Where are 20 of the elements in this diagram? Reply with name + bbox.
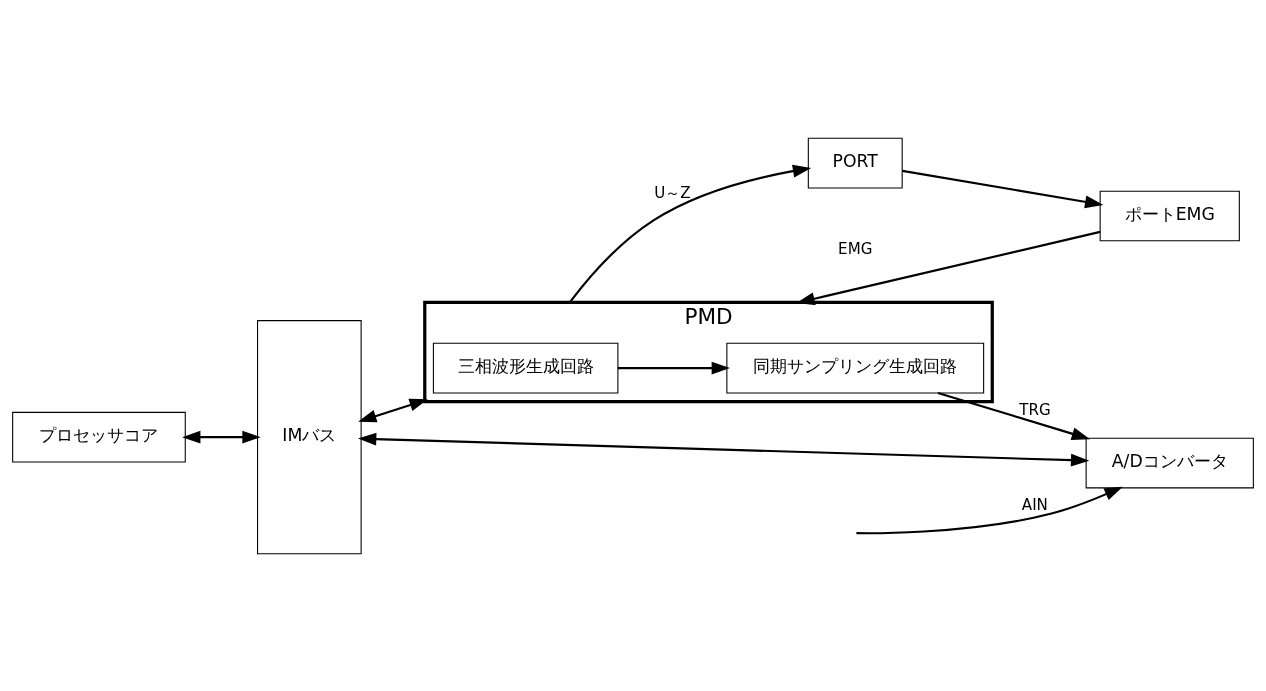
node-box: 三相波形生成回路 <box>432 342 619 393</box>
arrow <box>358 398 428 422</box>
node-box: 同期サンプリング生成回路 <box>726 342 985 393</box>
node-box: ポートEMG <box>1099 190 1240 241</box>
edge-label: TRG <box>1019 400 1051 419</box>
edge-label: EMG <box>838 239 873 258</box>
node-box: IMバス <box>257 319 362 554</box>
arrow <box>902 169 1104 208</box>
arrow <box>182 430 261 444</box>
arrow <box>856 486 1123 534</box>
arrow <box>617 361 730 375</box>
node-box: A/Dコンバータ <box>1085 437 1254 488</box>
edge-label: U～Z <box>654 183 691 202</box>
node-box: PORT <box>807 137 903 188</box>
node-box: プロセッサコア <box>12 411 186 463</box>
arrow <box>568 164 812 303</box>
arrow <box>357 432 1090 467</box>
edge-label: AIN <box>1021 495 1048 514</box>
arrow <box>937 391 1091 440</box>
arrow <box>796 230 1101 305</box>
